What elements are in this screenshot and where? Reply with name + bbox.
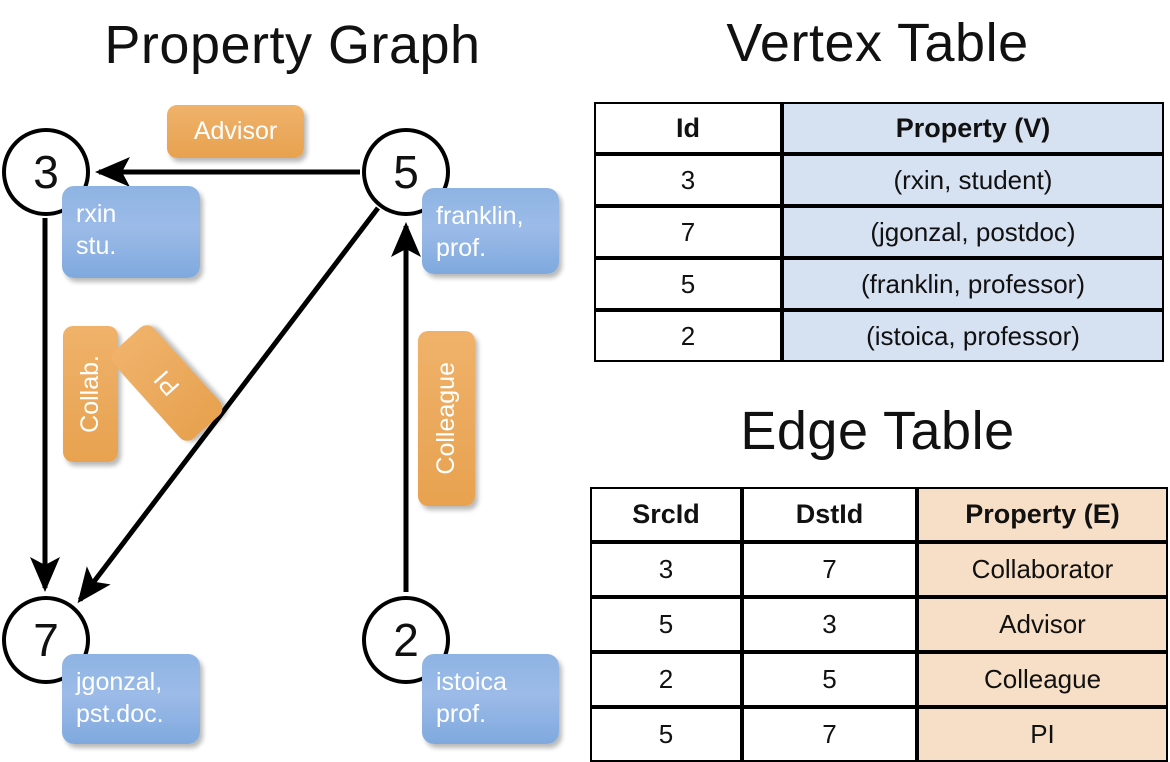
vertex-cell-property: (istoica, professor) [782, 310, 1164, 362]
graph-node-5-label: 5 [393, 146, 419, 198]
edge-table-header-srcid: SrcId [590, 487, 742, 542]
edge-cell-property: PI [917, 707, 1168, 762]
table-row: 5 7 PI [590, 707, 1168, 762]
edge-callout-collab-label: Collab. [76, 355, 104, 433]
graph-node-3-label: 3 [33, 146, 59, 198]
vertex-cell-id: 5 [594, 258, 782, 310]
vertex-table-header-row: Id Property (V) [594, 102, 1164, 154]
vertex-cell-property: (jgonzal, postdoc) [782, 206, 1164, 258]
table-row: 2 5 Colleague [590, 652, 1168, 707]
table-row: 5 (franklin, professor) [594, 258, 1164, 310]
edge-cell-srcid: 5 [590, 597, 742, 652]
graph-node-2[interactable]: 2 [362, 596, 450, 684]
edge-cell-dstid: 7 [742, 707, 917, 762]
edge-callout-collab: Collab. [63, 326, 118, 462]
vertex-cell-property: (rxin, student) [782, 154, 1164, 206]
page-title-vertex-table: Vertex Table [726, 13, 1029, 73]
edge-cell-property: Collaborator [917, 542, 1168, 597]
vertex-callout-rxin: rxin stu. [62, 186, 200, 278]
table-row: 3 7 Collaborator [590, 542, 1168, 597]
vertex-cell-property: (franklin, professor) [782, 258, 1164, 310]
vertex-callout-jgonzal-line2: pst.doc. [76, 700, 164, 728]
vertex-callout-rxin-line1: rxin [76, 200, 117, 228]
vertex-cell-id: 7 [594, 206, 782, 258]
vertex-callout-istoica-line2: prof. [436, 700, 487, 728]
graph-node-7-label: 7 [33, 614, 59, 666]
edge-callout-advisor: Advisor [167, 105, 304, 158]
edge-cell-dstid: 3 [742, 597, 917, 652]
edge-cell-dstid: 7 [742, 542, 917, 597]
graph-node-2-label: 2 [393, 614, 419, 666]
graph-edge-lines [30, 157, 421, 604]
vertex-callout-jgonzal: jgonzal, pst.doc. [62, 654, 200, 744]
edge-table-header-dstid: DstId [742, 487, 917, 542]
page-title-property-graph: Property Graph [104, 15, 481, 75]
edge-table-header-row: SrcId DstId Property (E) [590, 487, 1168, 542]
vertex-cell-id: 2 [594, 310, 782, 362]
vertex-callout-franklin-line2: prof. [436, 234, 487, 262]
edge-cell-srcid: 2 [590, 652, 742, 707]
table-row: 7 (jgonzal, postdoc) [594, 206, 1164, 258]
page-title-edge-table: Edge Table [740, 401, 1015, 461]
edge-table: SrcId DstId Property (E) 3 7 Collaborato… [590, 487, 1168, 762]
edge-cell-property: Advisor [917, 597, 1168, 652]
edge-5-to-7 [77, 206, 380, 604]
graph-node-5[interactable]: 5 [362, 128, 450, 216]
vertex-callout-franklin-line1: franklin, [436, 202, 524, 230]
table-row: 3 (rxin, student) [594, 154, 1164, 206]
table-row: 5 3 Advisor [590, 597, 1168, 652]
vertex-table-header-id: Id [594, 102, 782, 154]
table-row: 2 (istoica, professor) [594, 310, 1164, 362]
vertex-callout-rxin-line2: stu. [76, 232, 117, 260]
vertex-callout-istoica: istoica prof. [422, 654, 559, 744]
edge-callout-colleague-label: Colleague [432, 362, 460, 475]
vertex-callout-franklin: franklin, prof. [422, 188, 559, 274]
edge-callout-advisor-label: Advisor [193, 117, 278, 145]
vertex-callout-istoica-line1: istoica [436, 668, 507, 696]
edge-table-header-property: Property (E) [917, 487, 1168, 542]
vertex-table: Id Property (V) 3 (rxin, student) 7 (jgo… [594, 102, 1164, 362]
edge-callout-pi-label: PI [148, 365, 185, 402]
property-graph-diagram: 3 5 7 2 rxin stu. franklin, prof. jgonza… [0, 0, 585, 760]
vertex-callout-jgonzal-line1: jgonzal, [76, 668, 163, 696]
edge-cell-dstid: 5 [742, 652, 917, 707]
edge-cell-srcid: 3 [590, 542, 742, 597]
vertex-cell-id: 3 [594, 154, 782, 206]
vertex-table-header-property: Property (V) [782, 102, 1164, 154]
edge-cell-srcid: 5 [590, 707, 742, 762]
edge-cell-property: Colleague [917, 652, 1168, 707]
edge-callout-colleague: Colleague [418, 331, 475, 506]
